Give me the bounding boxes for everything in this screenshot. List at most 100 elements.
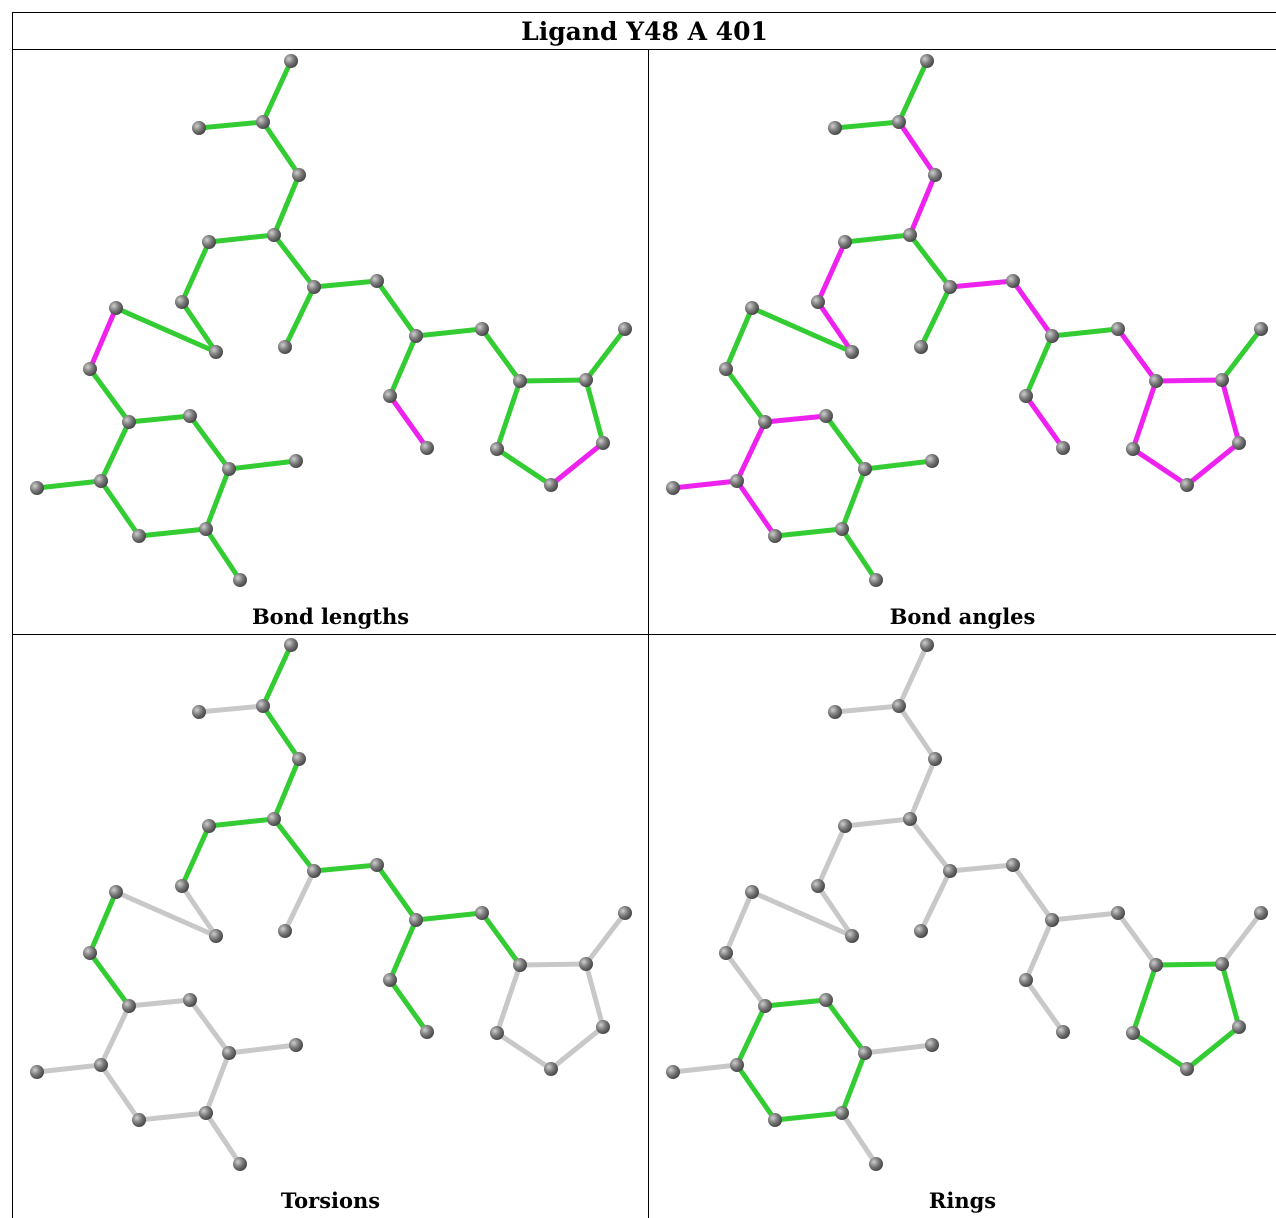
atom xyxy=(892,699,906,713)
bond xyxy=(1049,910,1121,923)
atom xyxy=(475,906,489,920)
bond xyxy=(494,446,554,488)
atom xyxy=(30,1065,44,1079)
atom xyxy=(835,1106,849,1120)
bond xyxy=(723,305,755,372)
atom xyxy=(579,957,593,971)
atom xyxy=(175,295,189,309)
atom xyxy=(307,280,321,294)
atom xyxy=(1126,1026,1140,1040)
bond xyxy=(1219,910,1264,967)
bond xyxy=(1153,377,1225,384)
bond xyxy=(203,1110,243,1167)
atom xyxy=(192,705,206,719)
atom xyxy=(869,573,883,587)
atom xyxy=(579,373,593,387)
atom xyxy=(758,415,772,429)
atom xyxy=(768,1113,782,1127)
atom xyxy=(1111,906,1125,920)
atom xyxy=(1149,374,1163,388)
atom xyxy=(835,522,849,536)
bond xyxy=(583,377,606,446)
atom xyxy=(256,115,270,129)
bond xyxy=(260,642,294,709)
bond xyxy=(196,119,266,131)
figure-title: Ligand Y48 A 401 xyxy=(12,12,1276,50)
bond xyxy=(1184,1024,1242,1072)
bond xyxy=(839,526,879,583)
bond xyxy=(387,393,430,451)
bond xyxy=(1115,326,1159,384)
bond xyxy=(1130,962,1159,1036)
molecule-rings xyxy=(666,638,1268,1171)
bond xyxy=(772,526,845,539)
bond xyxy=(907,756,938,822)
bond xyxy=(907,232,953,290)
atom xyxy=(596,1020,610,1034)
bond xyxy=(907,816,953,874)
atom xyxy=(828,705,842,719)
bond xyxy=(226,1042,299,1056)
bond xyxy=(260,119,302,178)
atom xyxy=(202,235,216,249)
atom xyxy=(109,301,123,315)
bond xyxy=(203,1050,232,1116)
atom xyxy=(618,322,632,336)
atom xyxy=(490,1026,504,1040)
atom xyxy=(920,638,934,652)
bond xyxy=(583,326,628,383)
bond xyxy=(862,1042,935,1056)
atom xyxy=(233,573,247,587)
bond xyxy=(896,58,930,125)
atom xyxy=(903,812,917,826)
atom xyxy=(284,638,298,652)
bond xyxy=(126,997,193,1009)
bond xyxy=(823,997,868,1056)
bond xyxy=(282,868,317,934)
bond xyxy=(413,910,485,923)
atom xyxy=(1232,1020,1246,1034)
bond xyxy=(271,756,302,822)
bond xyxy=(1219,377,1242,446)
panel-rings: Rings xyxy=(649,635,1276,1218)
bond xyxy=(98,478,142,539)
atom xyxy=(122,415,136,429)
atom xyxy=(192,121,206,135)
atom xyxy=(1045,913,1059,927)
atom xyxy=(892,115,906,129)
bond xyxy=(947,862,1016,874)
bond xyxy=(87,366,132,425)
bond xyxy=(494,1030,554,1072)
atom xyxy=(278,924,292,938)
caption-rings: Rings xyxy=(928,1188,997,1213)
bond xyxy=(815,823,848,889)
bond xyxy=(832,119,902,131)
bond xyxy=(734,1062,778,1123)
bond xyxy=(179,823,212,889)
bond xyxy=(113,889,219,939)
atom xyxy=(914,340,928,354)
bond xyxy=(311,862,380,874)
atom xyxy=(94,1058,108,1072)
bond xyxy=(1130,446,1190,488)
atom xyxy=(745,301,759,315)
atom xyxy=(94,474,108,488)
bond xyxy=(179,239,212,305)
bond xyxy=(113,305,219,355)
atom xyxy=(490,442,504,456)
atom xyxy=(1045,329,1059,343)
caption-torsions: Torsions xyxy=(280,1188,381,1213)
atom xyxy=(289,1038,303,1052)
caption-bond-lengths: Bond lengths xyxy=(251,604,410,629)
atom xyxy=(183,993,197,1007)
atom xyxy=(409,329,423,343)
panel-torsions: Torsions xyxy=(13,635,648,1218)
bond xyxy=(271,232,317,290)
atom xyxy=(719,362,733,376)
atom xyxy=(819,409,833,423)
atom xyxy=(1149,958,1163,972)
atom xyxy=(1215,373,1229,387)
atom xyxy=(513,374,527,388)
bond xyxy=(479,326,523,384)
